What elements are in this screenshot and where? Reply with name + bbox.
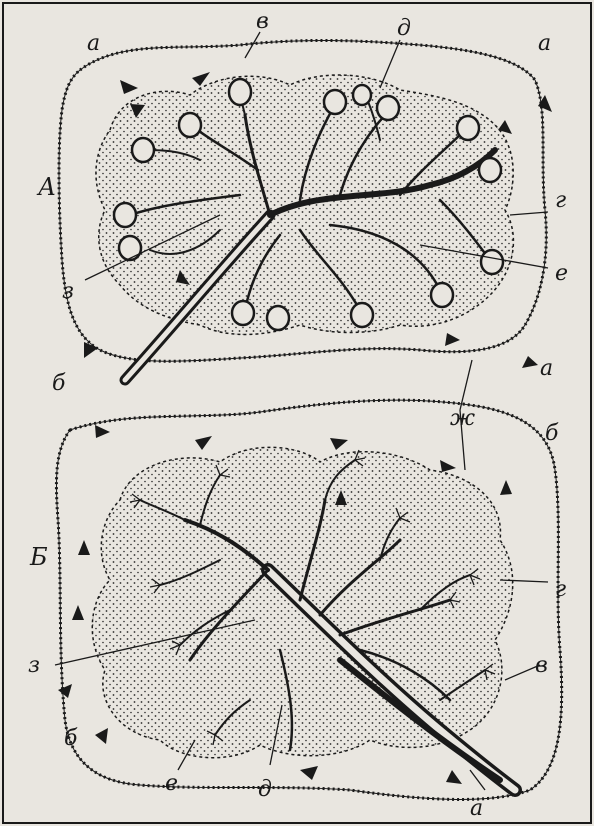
label-a-bottom: а — [470, 796, 483, 821]
label-b-top-right: б — [545, 421, 559, 446]
label-e-a: е — [555, 261, 568, 286]
label-v-top: в — [256, 9, 269, 34]
panel-a: а в д а А г е з б а ж — [36, 9, 568, 470]
panel-b-label: Б — [29, 543, 48, 571]
label-e-b: е — [165, 771, 178, 796]
label-z-b: з — [28, 653, 40, 678]
label-d-b: д — [258, 777, 272, 802]
label-g-a: г — [555, 188, 566, 213]
label-g-b: г — [555, 577, 566, 602]
label-z-a: з — [62, 279, 74, 304]
panel-b: б Б г з в б е д а — [28, 400, 566, 821]
label-b-bottom-left: б — [64, 726, 78, 751]
label-a-right-a: а — [540, 356, 553, 381]
label-a-top-right: а — [538, 31, 551, 56]
label-a-top-left: а — [87, 31, 100, 56]
label-d-top: д — [397, 16, 411, 41]
panel-a-label: А — [36, 173, 56, 201]
label-b-a: б — [52, 371, 66, 396]
label-v-b: в — [535, 653, 548, 678]
label-zh: ж — [450, 406, 475, 431]
